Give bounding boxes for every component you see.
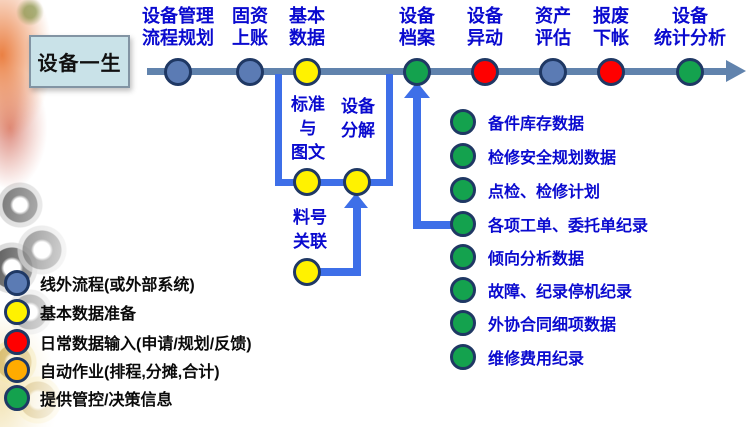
stop-label-process-planning: 设备管理 流程规划 bbox=[142, 6, 214, 48]
branch-standards-graphics-label: 标准 与 图文 bbox=[291, 95, 325, 162]
control-dot-icon bbox=[450, 143, 476, 169]
list-item-label: 各项工单、委托单纪录 bbox=[488, 218, 649, 235]
stop-label-scrap-writeoff: 报废 下帐 bbox=[593, 6, 629, 48]
stop-label-statistics-analysis: 设备 统计分析 bbox=[654, 6, 726, 48]
control-dot-icon bbox=[450, 244, 476, 270]
list-item: 倾向分析数据 bbox=[450, 244, 584, 270]
legend-label: 线外流程(或外部系统) bbox=[40, 277, 195, 294]
stop-dot-offline-icon bbox=[236, 58, 264, 86]
list-item: 外协合同细项数据 bbox=[450, 310, 616, 336]
stop-dot-control-icon bbox=[676, 58, 704, 86]
archive-arrowhead-icon bbox=[404, 82, 430, 98]
list-item-label: 故障、纪录停机纪录 bbox=[488, 284, 633, 301]
control-dot-icon bbox=[450, 177, 476, 203]
list-item-label: 倾向分析数据 bbox=[488, 251, 585, 268]
list-item: 维修费用纪录 bbox=[450, 344, 584, 370]
list-item-label: 检修安全规划数据 bbox=[488, 150, 617, 167]
stop-label-fixed-asset-booking: 固资 上账 bbox=[232, 6, 268, 48]
control-dot-icon bbox=[450, 344, 476, 370]
branch-dot-basic-icon bbox=[293, 168, 321, 196]
legend-item-daily: 日常数据输入(申请/规划/反馈) bbox=[4, 329, 252, 355]
list-item: 检修安全规划数据 bbox=[450, 143, 616, 169]
stop-label-equipment-archive: 设备 档案 bbox=[399, 6, 435, 48]
title-box: 设备一生 bbox=[29, 35, 130, 88]
stop-dot-daily-icon bbox=[471, 58, 499, 86]
basic-data-bracket bbox=[275, 74, 393, 186]
legend-label: 自动作业(排程,分摊,合计) bbox=[40, 364, 220, 381]
list-item: 点检、检修计划 bbox=[450, 177, 600, 203]
list-item-label: 外协合同细项数据 bbox=[488, 317, 617, 334]
stop-label-basic-data: 基本 数据 bbox=[289, 6, 325, 48]
list-item-label: 点检、检修计划 bbox=[488, 184, 601, 201]
material-arrowhead-icon bbox=[344, 193, 368, 208]
list-item-label: 备件库存数据 bbox=[488, 116, 585, 133]
legend-control-dot-icon bbox=[4, 385, 30, 411]
control-dot-icon bbox=[450, 310, 476, 336]
legend-offline-dot-icon bbox=[4, 270, 30, 296]
list-item: 故障、纪录停机纪录 bbox=[450, 277, 632, 303]
legend-item-offline: 线外流程(或外部系统) bbox=[4, 270, 195, 296]
legend-item-control: 提供管控/决策信息 bbox=[4, 385, 172, 411]
archive-arrow-vertical bbox=[413, 96, 421, 229]
legend-item-auto: 自动作业(排程,分摊,合计) bbox=[4, 357, 220, 383]
control-dot-icon bbox=[450, 211, 476, 237]
legend-label: 提供管控/决策信息 bbox=[40, 392, 173, 409]
legend-label: 日常数据输入(申请/规划/反馈) bbox=[40, 336, 252, 353]
timeline-bar bbox=[147, 68, 728, 75]
stop-dot-control-icon bbox=[403, 58, 431, 86]
stop-label-equipment-change: 设备 异动 bbox=[467, 6, 503, 48]
control-dot-icon bbox=[450, 109, 476, 135]
list-item-label: 维修费用纪录 bbox=[488, 351, 585, 368]
branch-equipment-breakdown-label: 设备 分解 bbox=[341, 97, 375, 140]
stop-dot-basic-icon bbox=[293, 58, 321, 86]
list-item: 各项工单、委托单纪录 bbox=[450, 211, 648, 237]
branch-dot-basic-icon bbox=[343, 168, 371, 196]
timeline-arrowhead-icon bbox=[726, 60, 746, 82]
legend-item-basic: 基本数据准备 bbox=[4, 299, 136, 325]
legend-basic-dot-icon bbox=[4, 299, 30, 325]
control-dot-icon bbox=[450, 277, 476, 303]
legend-daily-dot-icon bbox=[4, 329, 30, 355]
branch-dot-basic-icon bbox=[293, 258, 321, 286]
stop-label-asset-valuation: 资产 评估 bbox=[535, 6, 571, 48]
material-arrow-horizontal bbox=[313, 268, 357, 276]
branch-material-number-label: 料号 关联 bbox=[293, 208, 327, 251]
title-box-label: 设备一生 bbox=[37, 53, 122, 75]
material-arrow-vertical bbox=[353, 206, 361, 276]
stop-dot-offline-icon bbox=[539, 58, 567, 86]
list-item: 备件库存数据 bbox=[450, 109, 584, 135]
legend-label: 基本数据准备 bbox=[40, 306, 137, 323]
stop-dot-daily-icon bbox=[597, 58, 625, 86]
stop-dot-offline-icon bbox=[164, 58, 192, 86]
legend-auto-dot-icon bbox=[4, 357, 30, 383]
archive-arrow-horizontal bbox=[413, 221, 452, 229]
